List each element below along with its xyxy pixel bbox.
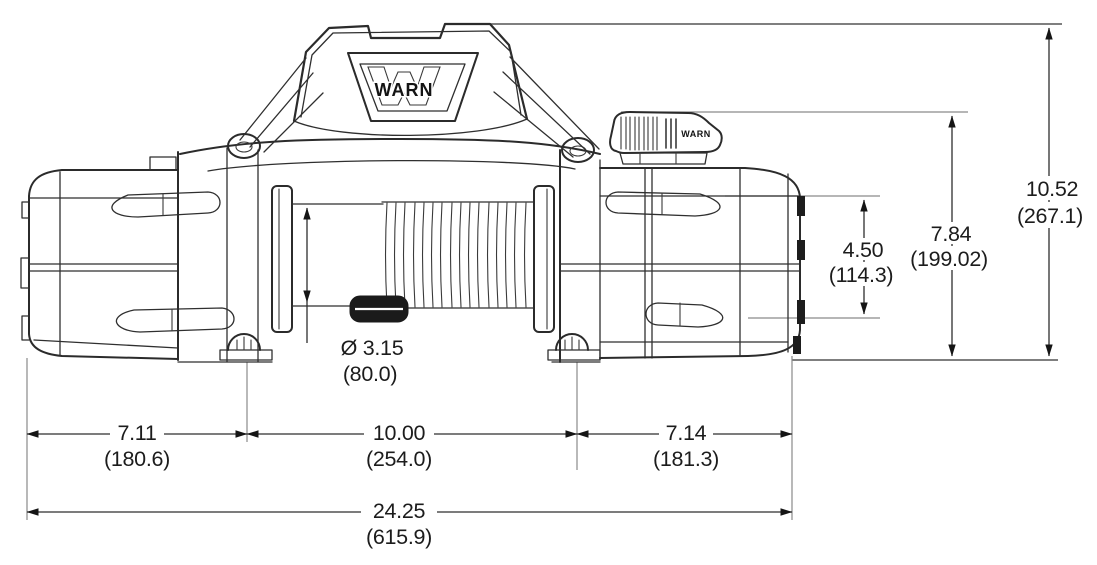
dim-overall-length-mm: (615.9) bbox=[366, 525, 432, 549]
dim-drum-section-in: 10.00 bbox=[373, 421, 426, 445]
clutch-lever-label: WARN bbox=[681, 129, 711, 139]
dim-flange-height-in: 4.50 bbox=[843, 238, 884, 262]
dim-overall-length-in: 24.25 bbox=[373, 499, 426, 523]
dim-clutch-height-mm: (199.02) bbox=[910, 247, 988, 271]
dim-overall-height-in: 10.52 bbox=[1026, 177, 1078, 201]
dim-flange-height-mm: (114.3) bbox=[829, 263, 893, 287]
right-gear-housing bbox=[559, 167, 805, 359]
rope-anchor-tab bbox=[349, 295, 409, 323]
right-drum-support bbox=[551, 149, 653, 363]
clutch-lever: WARN bbox=[609, 111, 723, 165]
dim-clutch-height-in: 7.84 bbox=[931, 222, 972, 246]
rope-coil bbox=[381, 201, 535, 309]
dim-right-section-in: 7.14 bbox=[666, 421, 707, 445]
dim-drum-diameter-mm: (80.0) bbox=[343, 362, 397, 386]
warn-logo: WARN bbox=[367, 66, 441, 106]
top-cover: WARN bbox=[239, 22, 600, 158]
dim-right-section-mm: (181.3) bbox=[653, 447, 719, 471]
mounting-bolt-bottom-left bbox=[219, 333, 273, 361]
dim-left-section-in: 7.11 bbox=[117, 421, 156, 445]
dim-drum-diameter-in: Ø 3.15 bbox=[341, 336, 404, 360]
warn-logo-text: WARN bbox=[375, 80, 434, 100]
dim-left-section-mm: (180.6) bbox=[104, 447, 170, 471]
dimension-labels: 10.52 (267.1) 7.84 (199.02) 4.50 (114.3)… bbox=[104, 176, 1094, 549]
left-motor-housing bbox=[20, 156, 235, 360]
dim-drum-section-mm: (254.0) bbox=[366, 447, 432, 471]
drum-assembly bbox=[271, 185, 555, 333]
mounting-bolt-bottom-right bbox=[547, 333, 601, 361]
extension-lines bbox=[26, 23, 1062, 520]
left-drum-support bbox=[177, 138, 601, 363]
dim-overall-height-mm: (267.1) bbox=[1017, 204, 1083, 228]
